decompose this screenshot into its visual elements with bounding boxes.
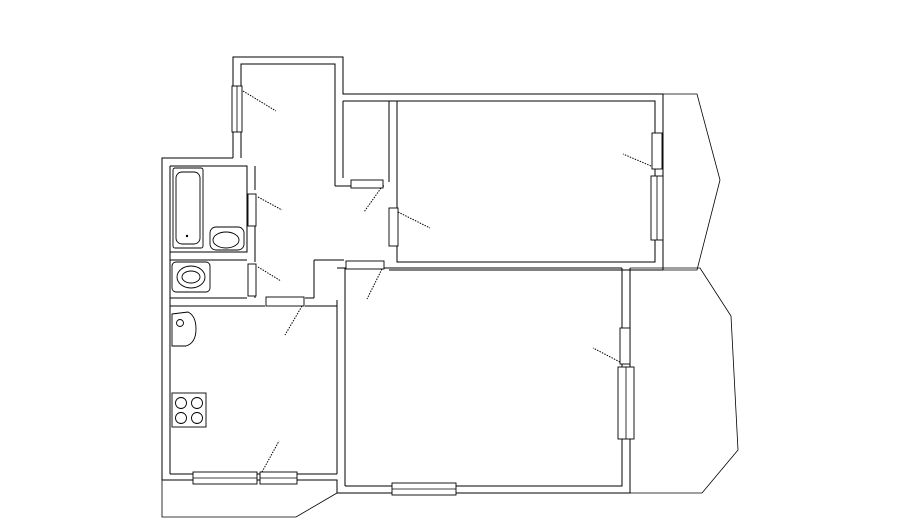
doors bbox=[247, 132, 663, 365]
door-bedroom-balcony bbox=[651, 132, 663, 170]
washbasin bbox=[209, 226, 245, 251]
bathroom bbox=[170, 165, 337, 307]
living-room bbox=[313, 259, 622, 486]
door-kitchen bbox=[265, 296, 305, 307]
door-living bbox=[345, 260, 385, 270]
fixtures bbox=[171, 167, 245, 428]
door-bathroom bbox=[247, 193, 257, 227]
balcony-east-upper bbox=[663, 93, 721, 271]
balcony-east-lower bbox=[630, 267, 739, 494]
door-closet bbox=[350, 179, 384, 189]
door-toilet bbox=[247, 263, 257, 297]
balcony-south bbox=[161, 480, 338, 518]
windows bbox=[192, 85, 664, 496]
bedroom bbox=[389, 100, 663, 271]
closet bbox=[335, 100, 390, 187]
cooktop bbox=[171, 392, 207, 428]
door-living-balcony bbox=[619, 327, 631, 365]
door-bedroom bbox=[388, 207, 399, 247]
toilet-bowl bbox=[171, 261, 211, 293]
kitchen-sink bbox=[171, 311, 197, 347]
door-swings bbox=[242, 90, 652, 473]
bathtub bbox=[172, 167, 204, 249]
